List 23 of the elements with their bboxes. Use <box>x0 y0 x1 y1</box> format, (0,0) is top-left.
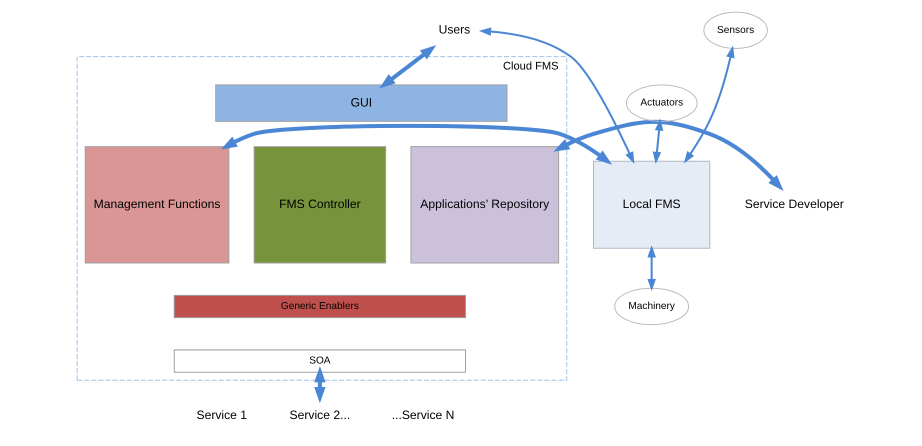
node-box: Management Functions <box>84 146 230 264</box>
node-text: Service Developer <box>744 196 844 211</box>
label: ...Service N <box>392 408 454 422</box>
node-text: Service 2... <box>290 408 350 422</box>
node-box: SOA <box>174 349 466 373</box>
node-box: Local FMS <box>593 160 710 249</box>
arrow <box>314 366 326 404</box>
arrow <box>647 245 656 292</box>
node-ellipse: Machinery <box>614 288 690 326</box>
node-box: FMS Controller <box>254 146 386 264</box>
node-ellipse: Actuators <box>626 84 698 122</box>
node-box: Applications’ Repository <box>410 146 560 264</box>
node-ellipse: Sensors <box>703 12 768 50</box>
node-box: GUI <box>215 84 508 122</box>
arrow <box>684 46 735 164</box>
arrow <box>652 118 664 164</box>
arrow <box>379 45 436 89</box>
arrow <box>220 124 612 165</box>
arrow <box>553 120 784 191</box>
label: Service 1 <box>196 408 248 422</box>
node-box: Generic Enablers <box>174 294 466 318</box>
arrow <box>478 27 634 164</box>
node-text: Users <box>438 22 470 36</box>
